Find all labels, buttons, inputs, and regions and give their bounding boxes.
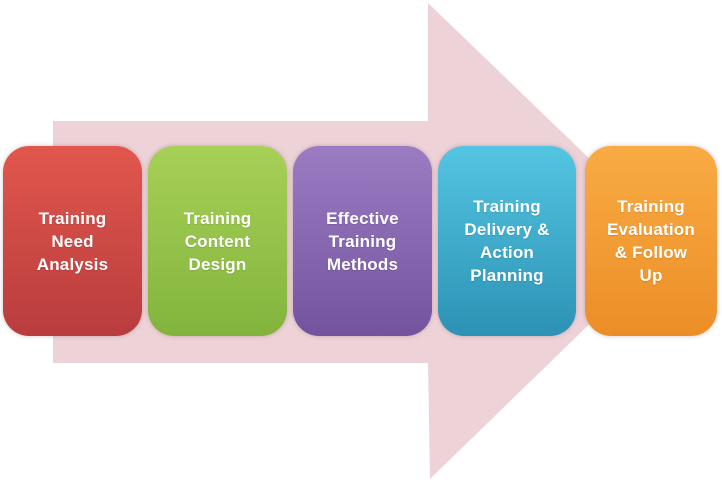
step-box-training-content-design: Training Content Design	[148, 146, 287, 336]
step-label: Training Delivery & Action Planning	[464, 197, 550, 285]
step-box-effective-training-methods: Effective Training Methods	[293, 146, 432, 336]
step-label: Training Content Design	[183, 208, 252, 274]
step-box-training-need-analysis: Training Need Analysis	[3, 146, 142, 336]
step-label: Training Need Analysis	[36, 208, 109, 274]
step-label: Effective Training Methods	[326, 208, 399, 274]
step-box-training-delivery-action-planning: Training Delivery & Action Planning	[438, 146, 576, 336]
step-label: Training Evaluation & Follow Up	[607, 197, 695, 285]
step-box-training-evaluation-follow-up: Training Evaluation & Follow Up	[585, 146, 717, 336]
